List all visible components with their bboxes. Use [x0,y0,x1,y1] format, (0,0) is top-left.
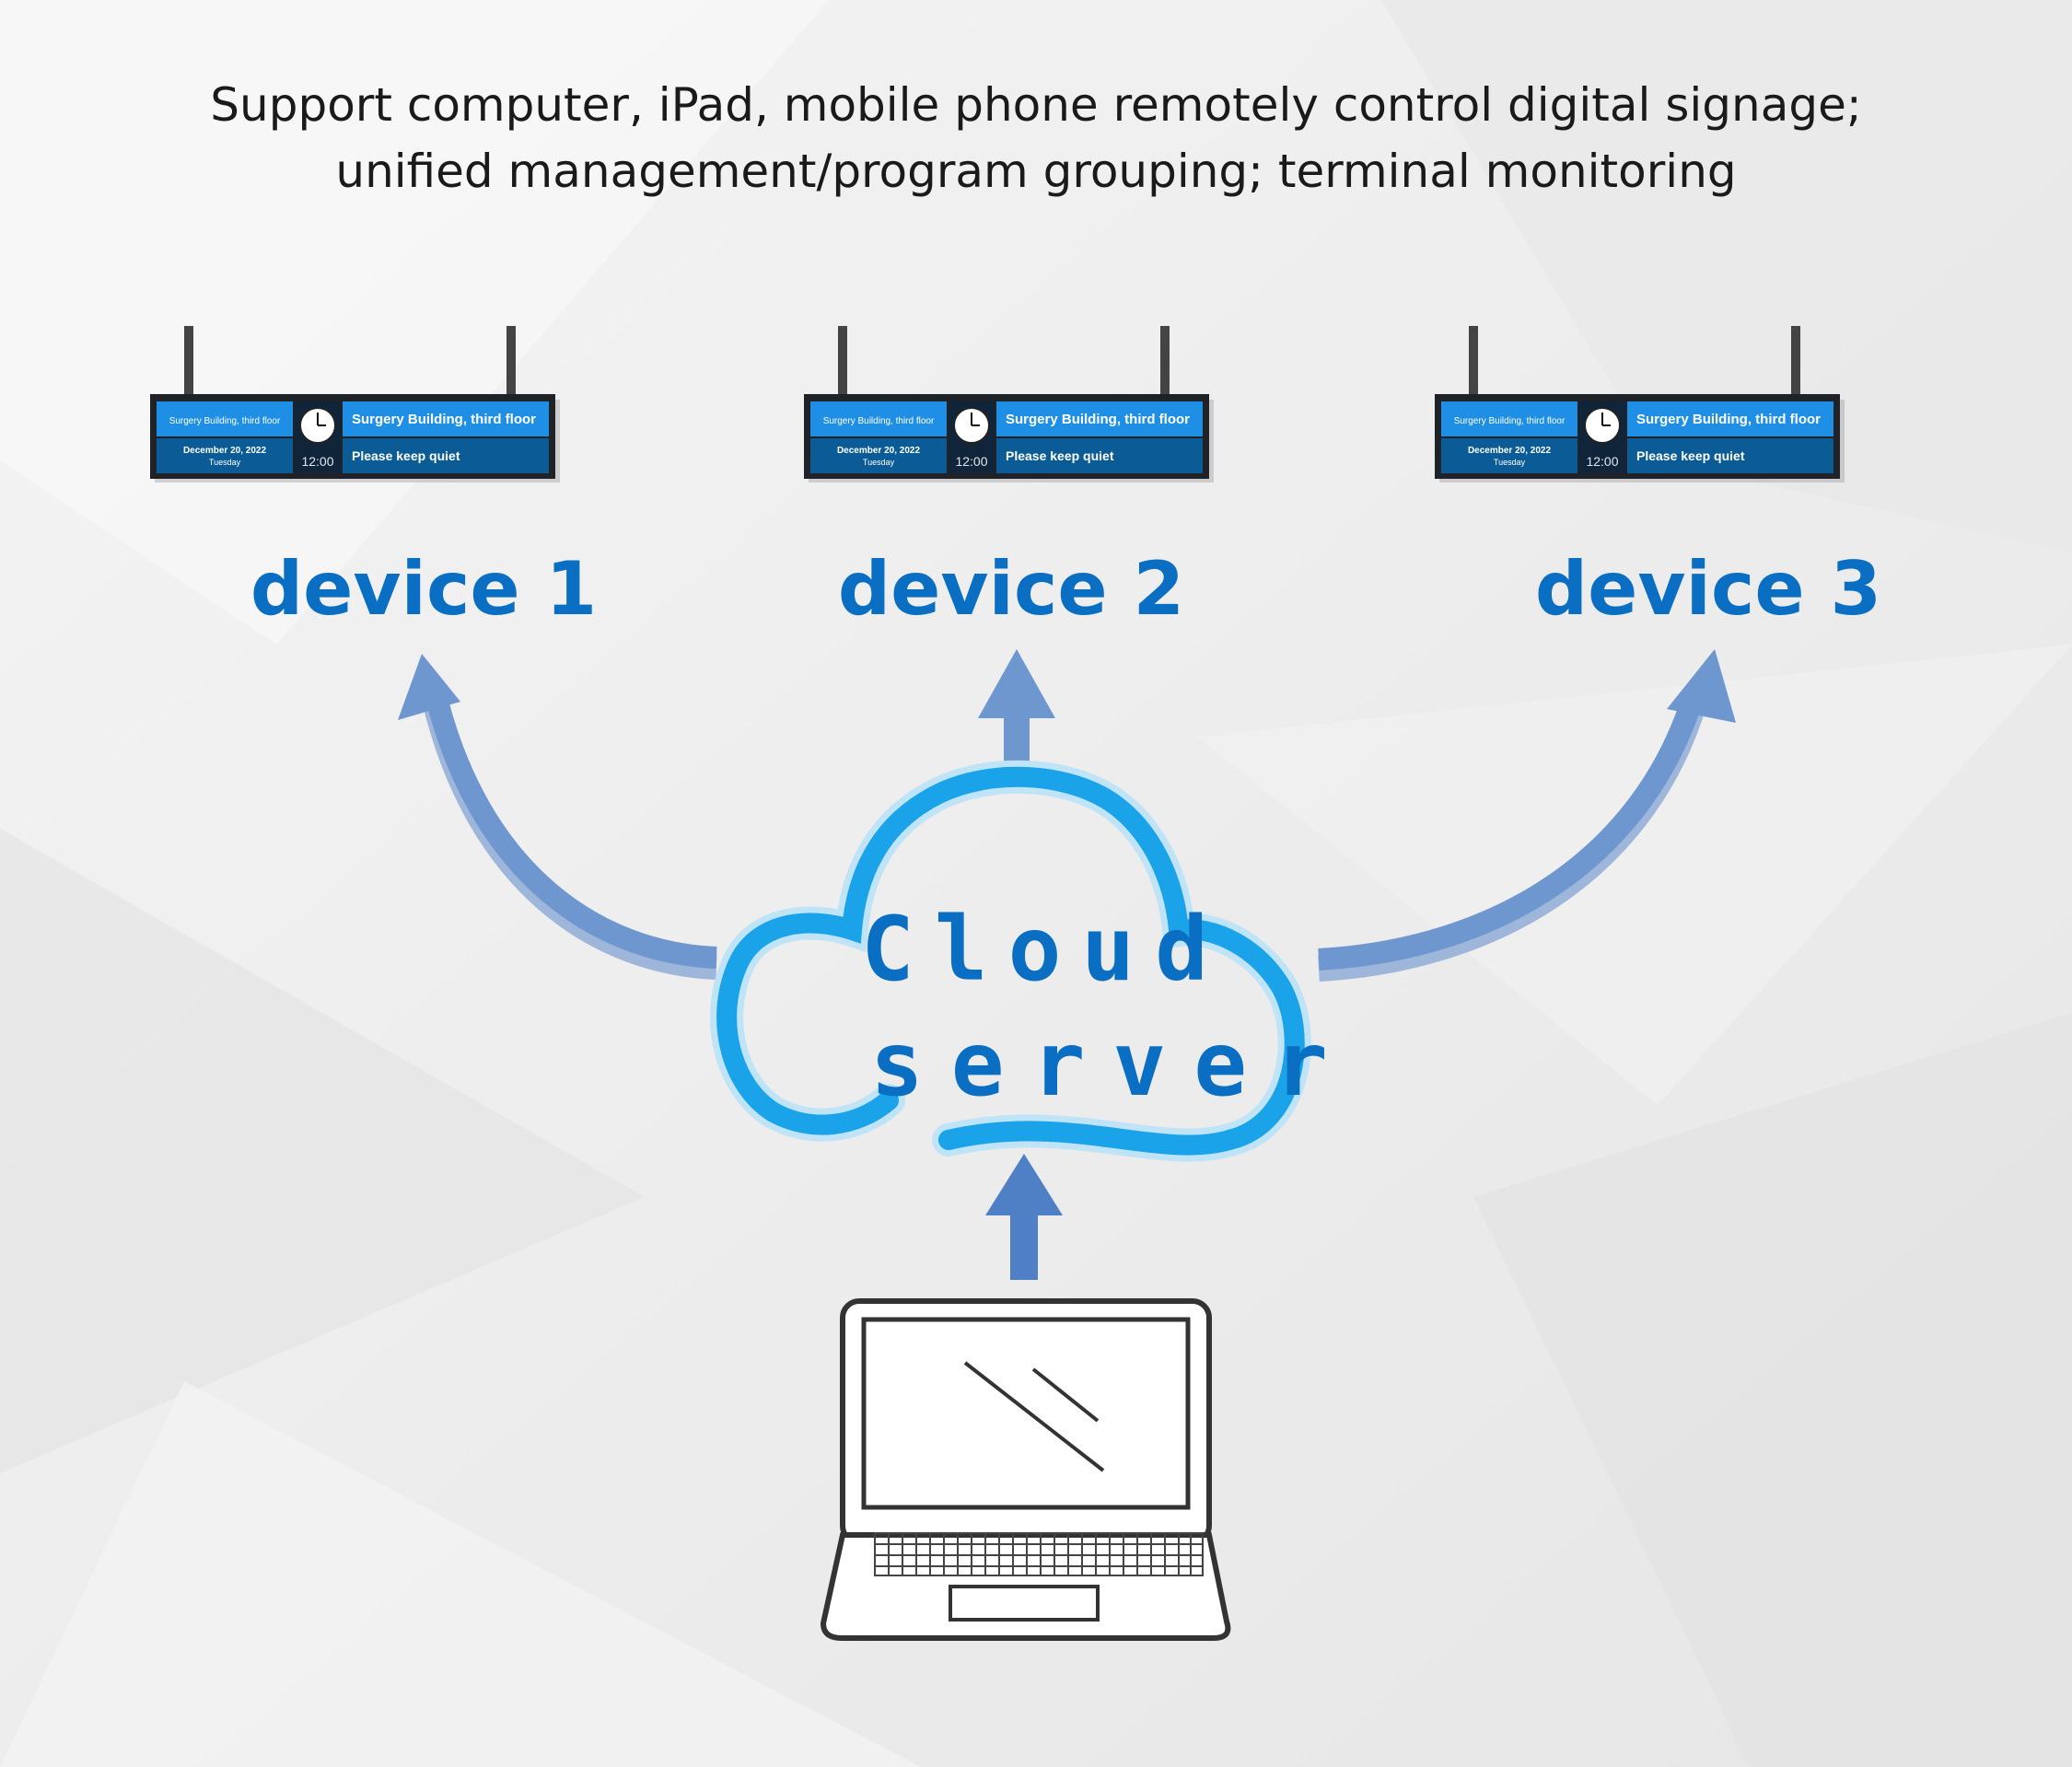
device-2-signage: Surgery Building, third floor December 2… [804,326,1214,482]
signage-left-top: Surgery Building, third floor [169,416,281,426]
antenna-left [1469,326,1478,400]
signage-left-top: Surgery Building, third floor [1454,416,1566,426]
signage-day: Tuesday [1494,458,1526,467]
signage-left-top: Surgery Building, third floor [823,416,935,426]
arrow-to-device-1 [398,654,717,980]
antenna-right [1160,326,1170,400]
keyboard-icon [874,1532,1204,1576]
signage-right-top: Surgery Building, third floor [1636,412,1821,427]
antenna-right [1791,326,1800,400]
cloud-text-line-1: Cloud [861,898,1228,1001]
signage-date: December 20, 2022 [1468,446,1552,456]
antenna-left [184,326,193,400]
arrow-from-laptop [985,1154,1063,1280]
antenna-right [506,326,516,400]
signage-clock-time: 12:00 [955,454,987,469]
caption-line-1: Support computer, iPad, mobile phone rem… [210,78,1862,132]
arrow-to-device-3 [1318,649,1736,982]
signage-right-bottom: Please keep quiet [1006,448,1114,463]
laptop-icon [820,1298,1231,1641]
signage-clock-time: 12:00 [301,454,333,469]
arrow-to-device-2 [978,649,1055,764]
signage-clock-time: 12:00 [1586,454,1618,469]
device-3-label: device 3 [1534,546,1882,632]
device-3-signage: Surgery Building, third floor December 2… [1435,326,1845,482]
device-1-label: device 1 [250,546,598,632]
laptop-touchpad [949,1585,1100,1622]
signage-date: December 20, 2022 [183,446,267,456]
device-1-signage: Surgery Building, third floor December 2… [150,326,560,482]
clock-icon [1584,407,1621,444]
clock-icon [953,407,990,444]
signage-right-bottom: Please keep quiet [1636,448,1745,463]
device-2-label: device 2 [837,546,1185,632]
laptop-screen [861,1317,1191,1510]
signage-right-top: Surgery Building, third floor [352,412,536,427]
cloud-text-line-2: server [870,1013,1356,1116]
signage-day: Tuesday [863,458,895,467]
cloud-icon [710,760,1311,1162]
signage-day: Tuesday [209,458,241,467]
caption-line-2: unified management/program grouping; ter… [335,145,1737,198]
signage-right-bottom: Please keep quiet [352,448,460,463]
antenna-left [838,326,847,400]
clock-icon [299,407,336,444]
signage-date: December 20, 2022 [837,446,921,456]
signage-right-top: Surgery Building, third floor [1006,412,1190,427]
